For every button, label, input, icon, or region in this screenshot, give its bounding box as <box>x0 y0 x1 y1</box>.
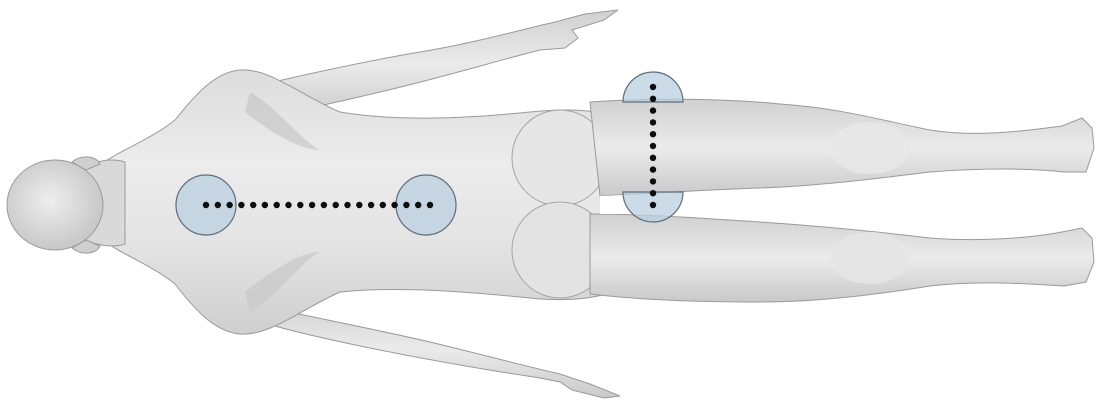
spine-dot <box>321 202 327 208</box>
thigh-dot <box>650 143 656 149</box>
thigh-dot <box>650 131 656 137</box>
spine-dot <box>333 202 339 208</box>
thigh-dot <box>650 155 656 161</box>
thigh-dot <box>650 107 656 113</box>
spine-dot <box>215 202 221 208</box>
spine-dot <box>297 202 303 208</box>
spine-dot <box>427 202 433 208</box>
spine-dot <box>368 202 374 208</box>
spine-dot <box>344 202 350 208</box>
thigh-dot <box>650 119 656 125</box>
thigh-dot <box>650 166 656 172</box>
knee-upper <box>830 122 910 174</box>
spine-dot <box>285 202 291 208</box>
spine-dot <box>274 202 280 208</box>
thigh-dot <box>650 190 656 196</box>
thigh-dot <box>650 84 656 90</box>
spine-dot <box>380 202 386 208</box>
head <box>7 160 103 250</box>
spine-dot <box>262 202 268 208</box>
thigh-dot <box>650 178 656 184</box>
spine-dot <box>226 202 232 208</box>
spine-dot <box>250 202 256 208</box>
spine-dot <box>203 202 209 208</box>
spine-dot <box>415 202 421 208</box>
spine-dot <box>238 202 244 208</box>
thigh-dot <box>650 96 656 102</box>
thigh-dot <box>650 202 656 208</box>
spine-dot <box>403 202 409 208</box>
spine-dot <box>356 202 362 208</box>
knee-lower <box>830 232 910 284</box>
spine-dot <box>391 202 397 208</box>
spine-dot <box>309 202 315 208</box>
